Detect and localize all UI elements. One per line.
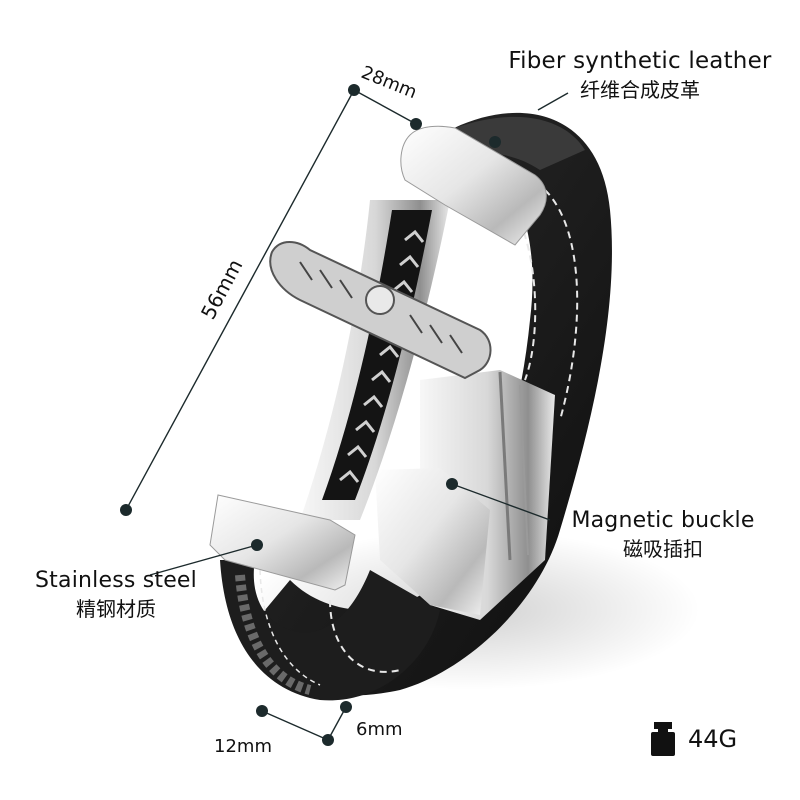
callout-steel-en: Stainless steel: [35, 568, 197, 593]
callout-steel: Stainless steel 精钢材质: [26, 568, 206, 622]
callout-leather-zh: 纤维合成皮革: [580, 78, 700, 102]
callout-leather-en: Fiber synthetic leather: [508, 48, 772, 74]
dimension-band-thickness: 6mm: [356, 719, 403, 740]
weight-value: 44G: [688, 725, 738, 753]
annotation-markers: [120, 84, 501, 746]
weight-indicator: 44G: [650, 722, 737, 756]
weight-icon: [651, 722, 675, 756]
callout-buckle-en: Magnetic buckle: [571, 508, 755, 533]
magnetic-buckle: [375, 370, 555, 620]
cross-frame: [269, 200, 492, 520]
callout-buckle-zh: 磁吸插扣: [623, 537, 703, 561]
top-steel-cap: [400, 125, 547, 246]
bottom-steel-cap: [209, 494, 356, 591]
callout-buckle: Magnetic buckle 磁吸插扣: [556, 508, 770, 562]
callout-leather: Fiber synthetic leather 纤维合成皮革: [500, 48, 780, 103]
callout-steel-zh: 精钢材质: [76, 597, 156, 621]
dimension-band-width: 12mm: [214, 736, 272, 757]
annotation-lines: [125, 89, 569, 741]
